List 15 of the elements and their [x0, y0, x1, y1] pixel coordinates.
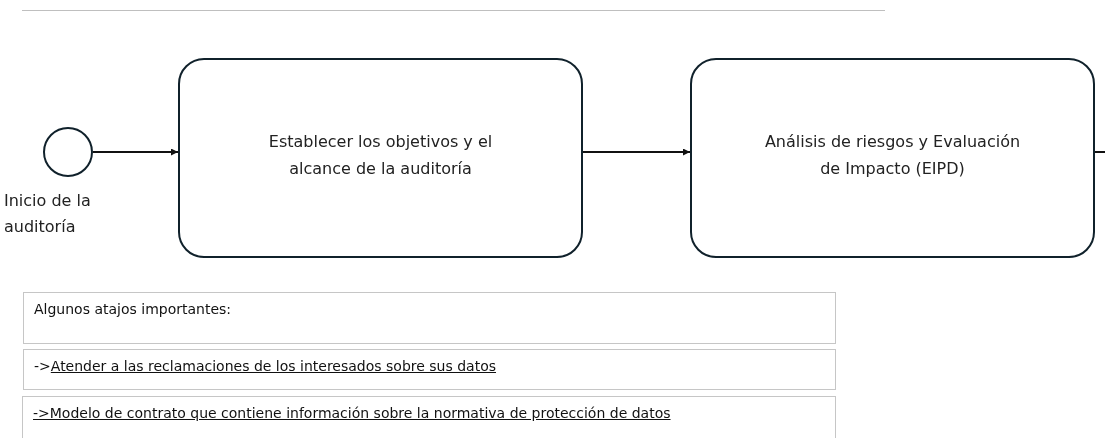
event-label: Inicio de la auditoría [4, 190, 92, 238]
note-text: -> [34, 358, 51, 374]
process-box [690, 58, 1095, 258]
note-box [23, 292, 836, 344]
start-event-circle [43, 127, 93, 177]
link: ->Modelo de contrato que contiene información sobre la normativa de protección de datos [33, 405, 671, 421]
link: Atender a las reclamaciones de los interesados sobre sus datos [50, 358, 496, 374]
note-box [22, 396, 836, 438]
note-box [23, 349, 836, 390]
step-label: Establecer los objetivos y el alcance de la auditoría [267, 131, 494, 180]
arrow [92, 148, 179, 156]
process-box [178, 58, 583, 258]
note-text: Algunos atajos importantes: [34, 301, 232, 317]
arrow [582, 148, 691, 156]
step-label: Análisis de riesgos y Evaluación de Impacto (EIPD) [763, 131, 1022, 180]
